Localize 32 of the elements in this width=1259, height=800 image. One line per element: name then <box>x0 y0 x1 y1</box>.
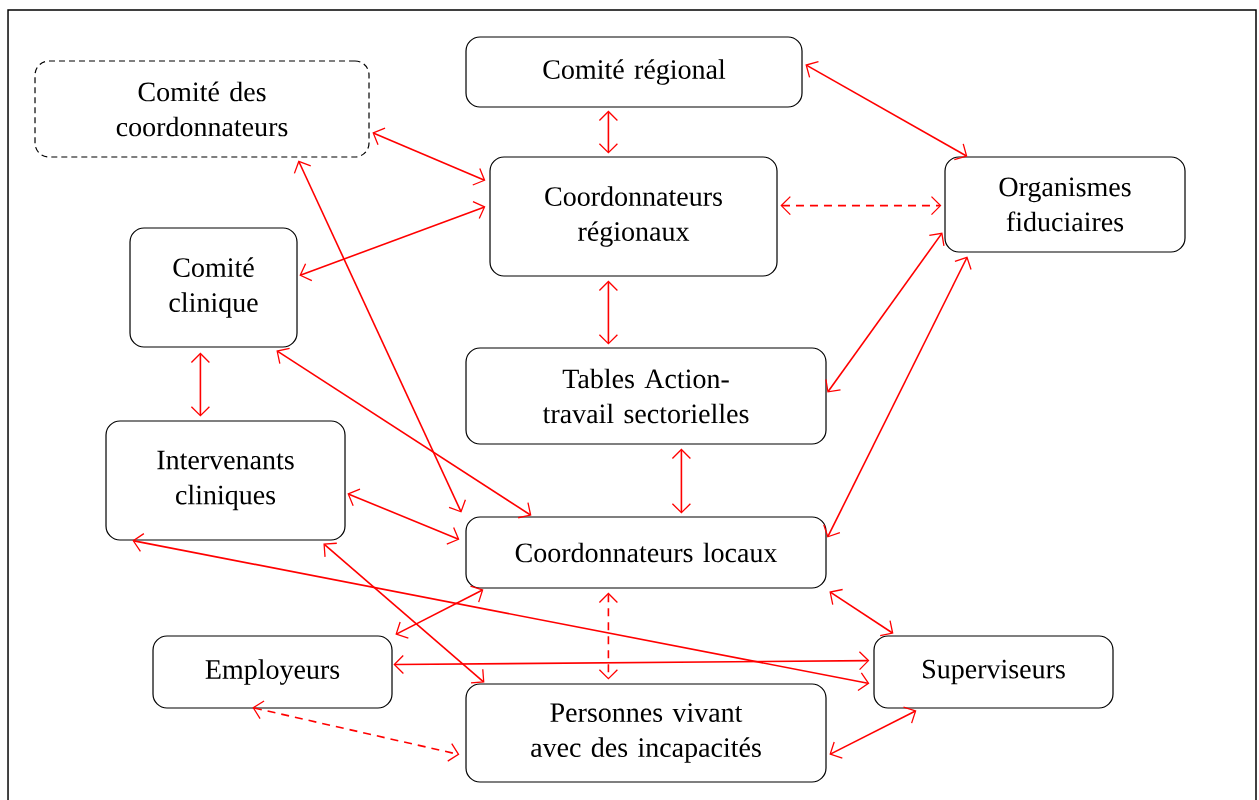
arrow <box>671 448 692 514</box>
arrow <box>323 542 485 684</box>
arrow <box>293 160 467 513</box>
arrow <box>829 588 894 637</box>
arrow <box>347 488 460 545</box>
arrow <box>825 232 945 393</box>
dashed-arrow <box>252 700 460 762</box>
rounded-box: Coordonnateurs locaux <box>465 516 827 589</box>
rounded-box: Organismes fiduciaires <box>944 156 1186 253</box>
arrow <box>395 585 484 639</box>
arrow <box>190 352 211 417</box>
rounded-box: Coordonnateurs régionaux <box>489 156 778 277</box>
rounded-box: Employeurs <box>152 635 393 709</box>
arrow <box>393 651 870 675</box>
arrow <box>829 706 917 759</box>
arrow <box>276 347 532 519</box>
arrow <box>823 256 972 538</box>
rounded-box: Superviseurs <box>873 635 1114 709</box>
arrow <box>598 110 619 154</box>
arrow <box>132 533 870 692</box>
rounded-box: Tables Action-travail sectorielles <box>465 347 827 445</box>
dashed-arrow <box>598 592 619 680</box>
rounded-box: Comité régional <box>465 36 803 108</box>
arrow <box>299 200 486 282</box>
arrow <box>372 127 486 186</box>
arrow <box>598 280 619 345</box>
dashed-arrow <box>780 195 942 216</box>
arrow <box>805 61 968 161</box>
rounded-box: Intervenants cliniques <box>105 420 346 541</box>
rounded-box: Personnes vivant avec des incapacités <box>465 683 827 783</box>
rounded-box: Comité clinique <box>129 227 298 348</box>
dashed-box: Comité des coordonnateurs <box>34 60 370 158</box>
